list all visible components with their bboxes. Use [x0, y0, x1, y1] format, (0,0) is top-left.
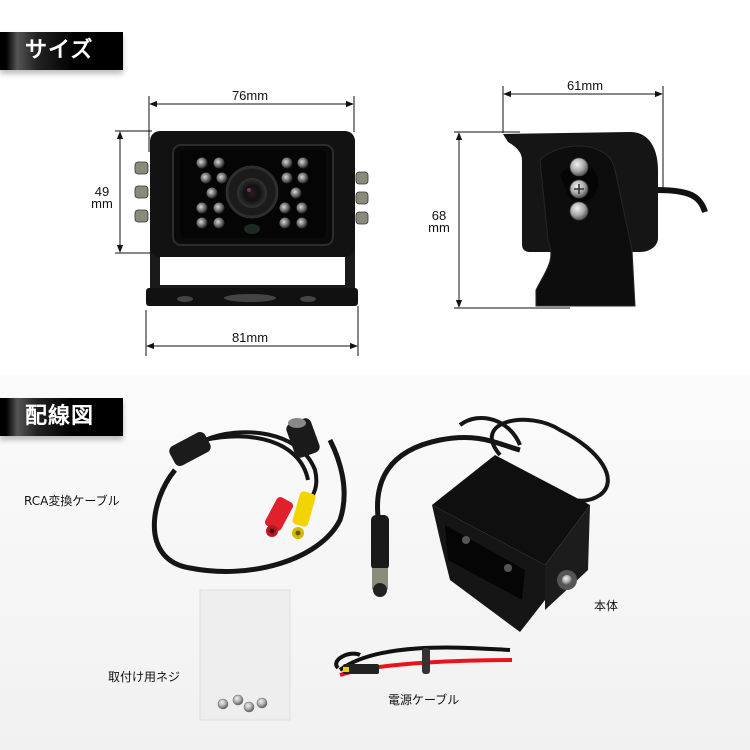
rca-cable-label: RCA変換ケーブル	[24, 494, 120, 508]
side-height-unit: mm	[428, 220, 450, 235]
front-width-bottom-label: 81mm	[231, 330, 269, 345]
section-title-size: サイズ	[25, 38, 94, 63]
screws-bag-illustration	[199, 589, 291, 721]
rca-cable-illustration	[151, 418, 347, 574]
side-height-value: 68	[431, 208, 447, 223]
front-height-unit: mm	[91, 196, 113, 211]
front-width-top-label: 76mm	[231, 88, 269, 103]
front-height-value: 49	[94, 184, 110, 199]
main-unit-label: 本体	[594, 599, 619, 613]
section-header-size: サイズ	[0, 32, 123, 70]
front-height-label: 49 mm	[86, 184, 118, 211]
section-title-wiring: 配線図	[25, 404, 95, 429]
power-cable-label: 電源ケーブル	[388, 693, 460, 707]
side-dimension-lines	[454, 86, 664, 309]
power-cable-illustration	[334, 645, 513, 677]
mounting-screws-label: 取付け用ネジ	[108, 670, 181, 684]
side-width-label: 61mm	[566, 78, 604, 93]
main-unit-illustration	[371, 415, 610, 632]
front-dimension-lines	[115, 96, 359, 356]
side-view-camera	[503, 132, 708, 307]
section-header-wiring: 配線図	[0, 398, 123, 436]
front-view-camera	[134, 131, 369, 306]
side-height-label: 68 mm	[423, 208, 455, 235]
